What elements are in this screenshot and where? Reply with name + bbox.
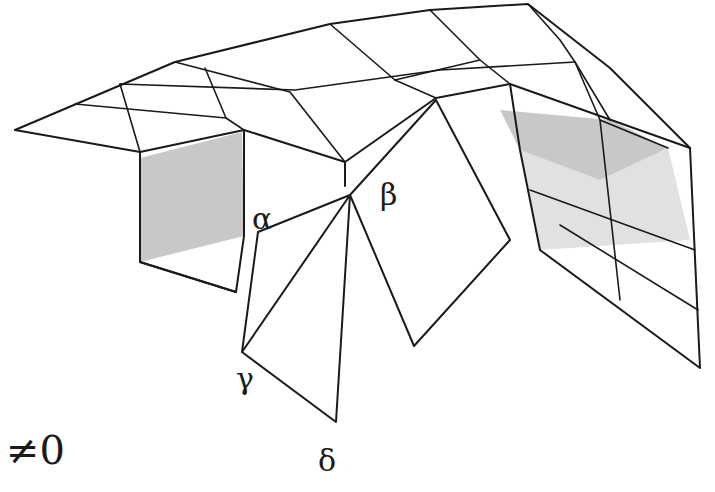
roof-outline [15,4,690,148]
hanging-panel [350,100,510,346]
angle-label: α [252,204,272,234]
roof-grid [75,4,610,162]
angle-label: γ [236,364,254,394]
note-text: ≠0 [6,430,65,470]
angle-label: δ [318,446,336,476]
angle-label: β [380,180,397,210]
fold-triangles [242,162,350,422]
right-sheet [510,62,700,368]
cube [140,130,244,292]
